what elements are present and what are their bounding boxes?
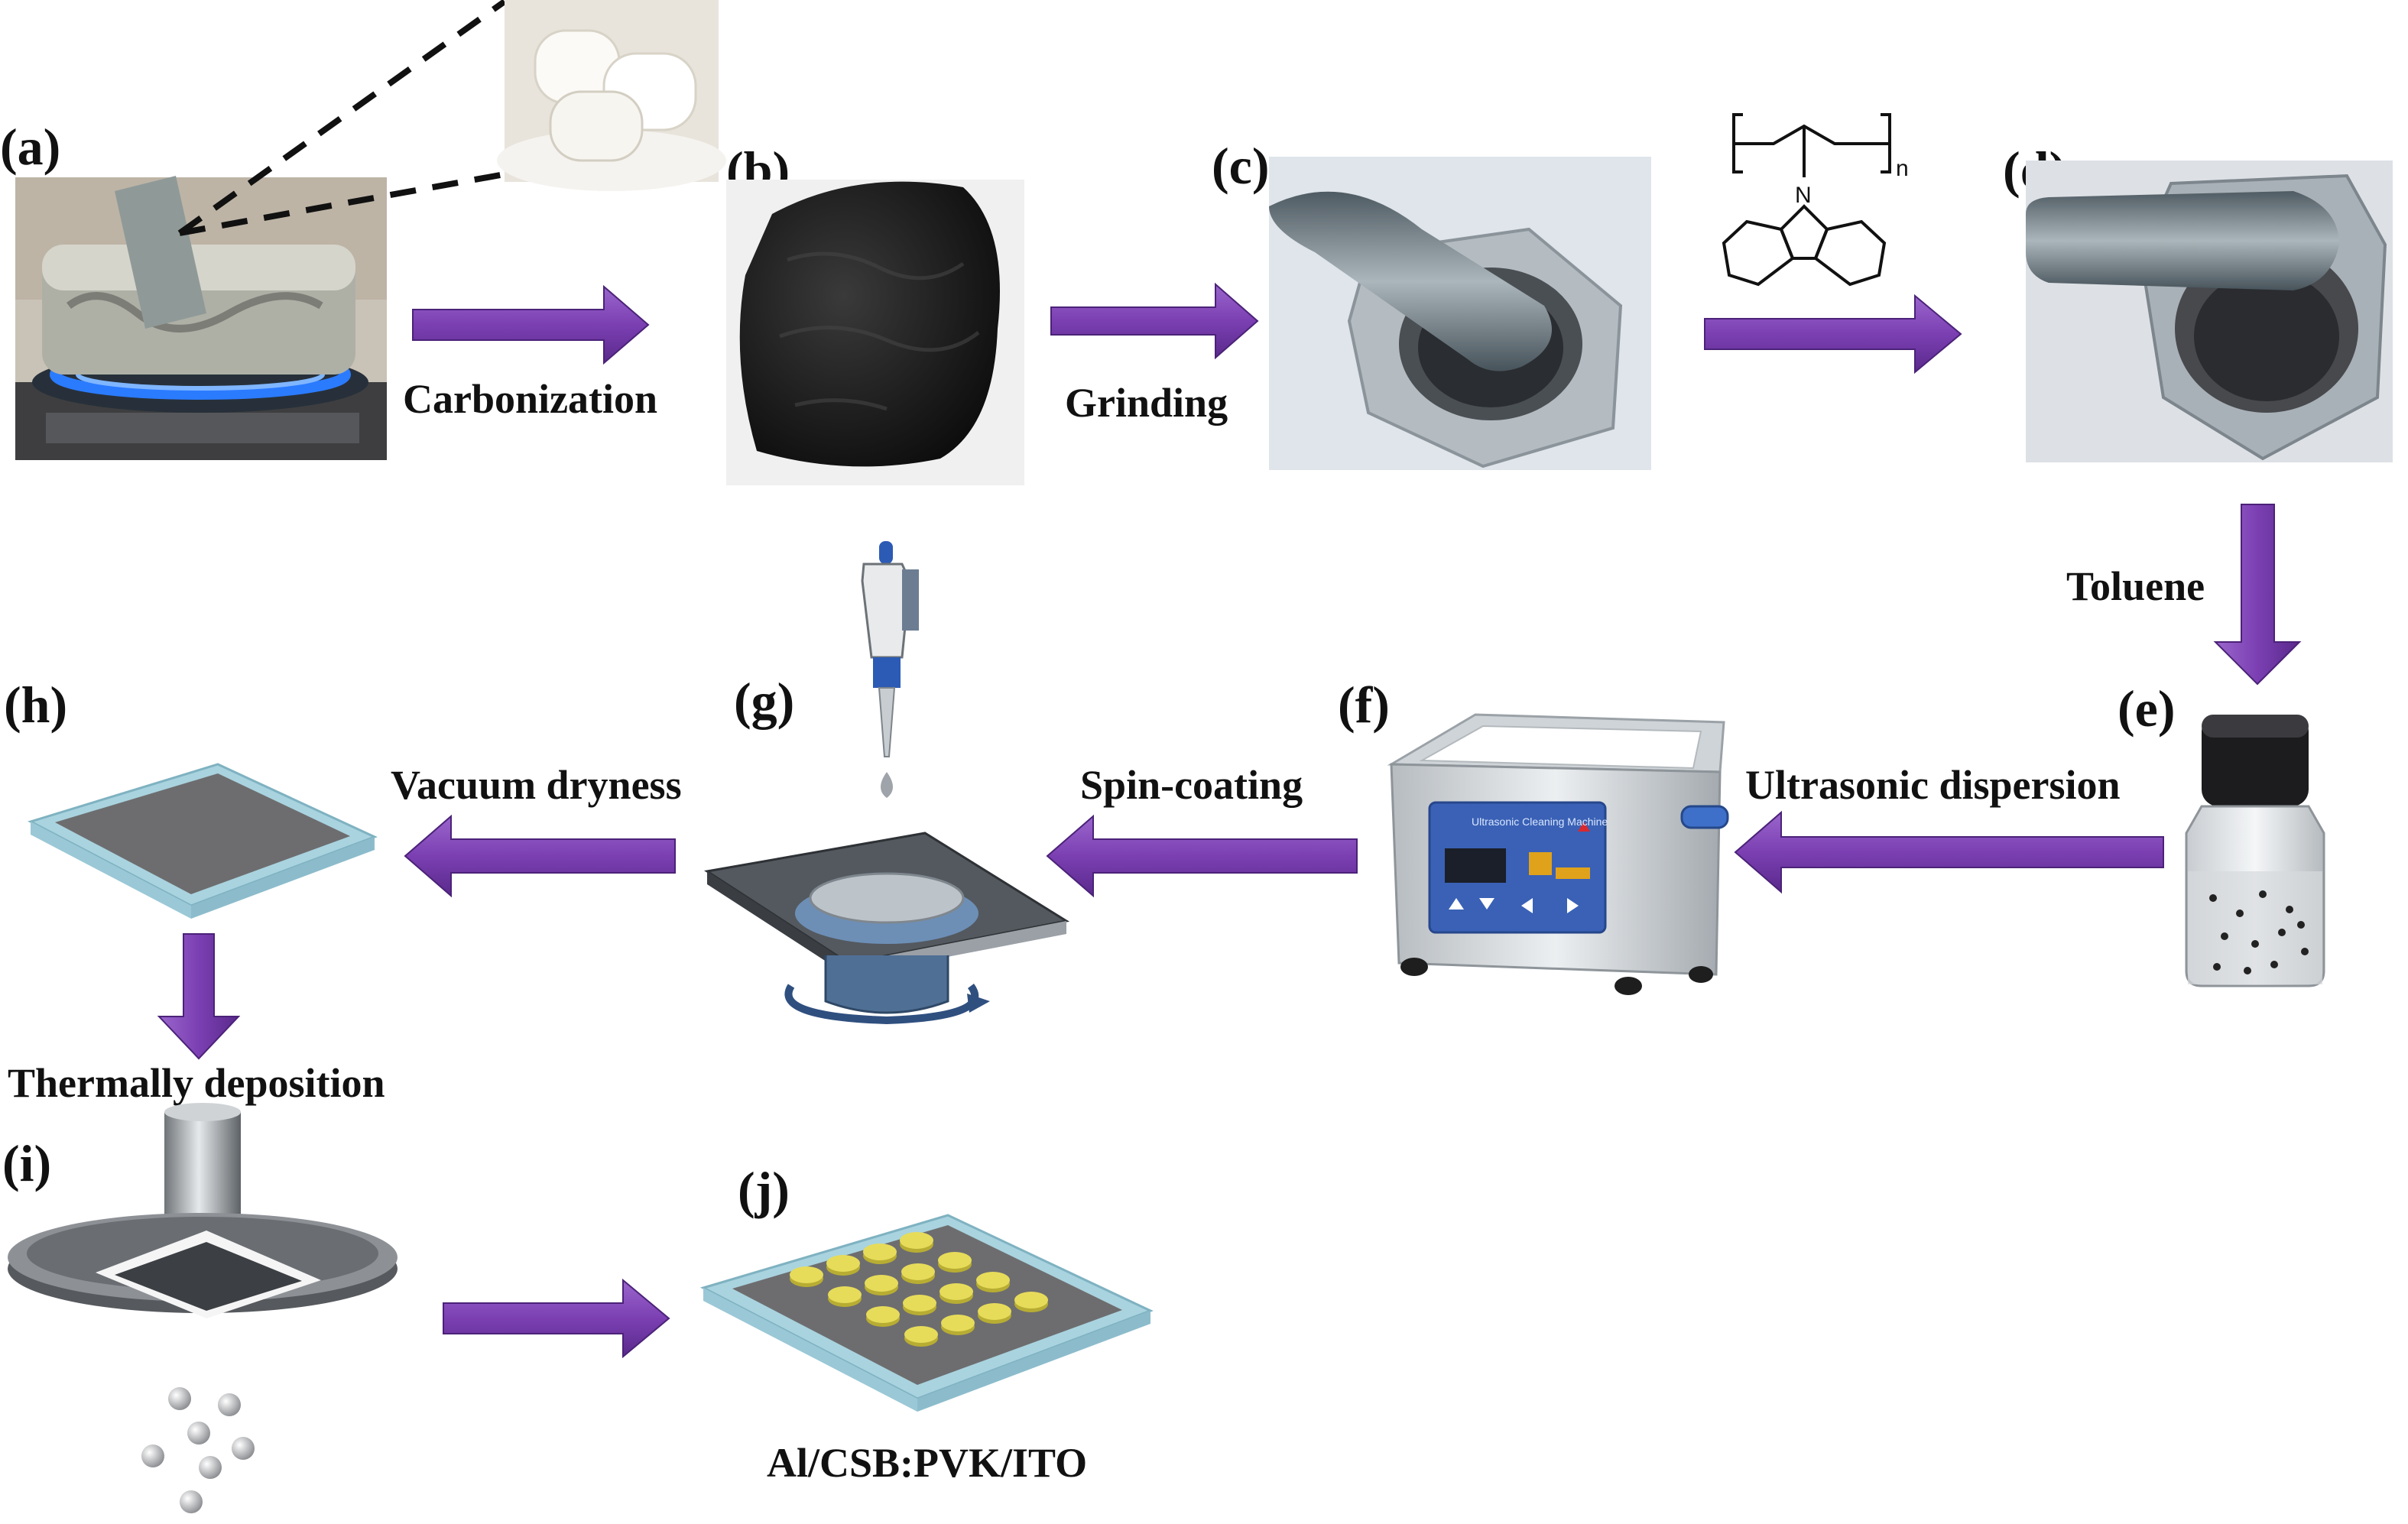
photo-mortar-pestle-d [2026,161,2393,462]
panel-label-c: (c) [1212,137,1269,195]
arrow-deposition [443,1278,670,1359]
label-carbonization: Carbonization [403,376,657,422]
zoom-line-top [177,0,507,236]
zoom-line-bottom [179,171,505,236]
label-spin-coating: Spin-coating [1080,762,1303,808]
arrow-ultrasonic [1734,810,2164,894]
electrode-dot [900,1232,933,1249]
arrow-vacuum [404,814,676,898]
cleaner-screen-title: Ultrasonic Cleaning Machine [1472,816,1608,828]
pvk-n-atom: N [1795,183,1812,208]
panel-label-i: (i) [2,1134,51,1192]
electrode-array [790,1232,1048,1347]
panel-label-j: (j) [738,1161,790,1219]
coated-substrate [28,763,378,919]
ultrasonic-cleaner [1387,713,1729,995]
electrode-dot [790,1266,823,1283]
panel-label-h: (h) [4,676,67,734]
arrow-toluene [2213,504,2302,686]
device-structure [700,1214,1154,1412]
electrode-dot [903,1295,936,1312]
electrode-dot [1014,1292,1048,1308]
pvk-structure [1722,113,1891,287]
electrode-dot [826,1255,860,1272]
pipette [861,541,919,798]
pvk-subscript: n [1896,156,1909,181]
electrode-dot [978,1303,1011,1320]
panel-label-g: (g) [734,672,794,730]
electrode-dot [941,1315,975,1331]
electrode-dot [866,1306,900,1323]
electrode-dot [938,1252,972,1269]
arrow-carbonization [412,284,650,365]
electrode-dot [940,1283,973,1300]
evaporating-particles [141,1387,255,1513]
arrow-add-pvk [1704,293,1962,375]
panel-label-f: (f) [1338,676,1390,734]
label-device: Al/CSB:PVK/ITO [767,1440,1087,1486]
photo-mortar-pestle-c [1269,157,1651,470]
label-toluene: Toluene [2066,563,2205,609]
electrode-dot [828,1286,862,1303]
electrode-dot [865,1275,898,1292]
arrow-spin-coating [1046,814,1358,898]
photo-carbonization-stove [15,176,387,460]
arrow-thermal [157,933,241,1060]
label-vacuum: Vacuum dryness [391,762,682,808]
label-ultrasonic: Ultrasonic dispersion [1745,762,2121,808]
electrode-dot [901,1263,935,1280]
arrow-grinding [1050,282,1259,360]
photo-carbon-block [726,180,1024,485]
electrode-dot [863,1244,897,1260]
thermal-evaporator [8,1103,398,1318]
spin-coater [703,832,1070,1025]
panel-label-e: (e) [2118,679,2175,738]
photo-steamed-buns [497,0,726,191]
vial-dispersion [2185,715,2325,987]
panel-label-a: (a) [0,118,60,176]
electrode-dot [976,1272,1010,1289]
electrode-dot [904,1326,938,1343]
label-thermal: Thermally deposition [8,1060,385,1106]
label-grinding: Grinding [1065,380,1228,426]
